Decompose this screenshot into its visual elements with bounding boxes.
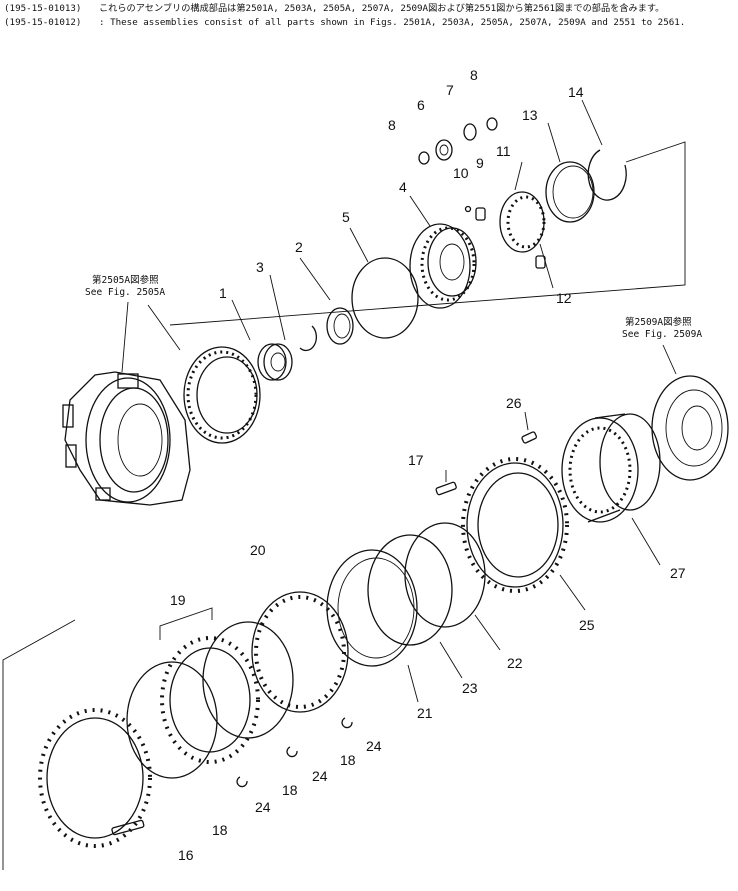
ref-2505a-jp: 第2505A図参照 — [92, 274, 159, 286]
part-code-1: (195-15-01013) — [4, 3, 82, 14]
ref-2509a-en: See Fig. 2509A — [622, 329, 702, 340]
callout-5: 5 — [342, 209, 350, 225]
callout-26: 26 — [506, 395, 522, 411]
part-2-bearing-ring — [326, 307, 354, 345]
callout-14: 14 — [568, 84, 584, 100]
callout-1: 1 — [219, 285, 227, 301]
callout-19: 19 — [170, 592, 186, 608]
header-note: (195-15-01013) これらのアセンブリの構成部品は第2501A, 250… — [4, 2, 734, 30]
callout-24b: 24 — [312, 768, 328, 784]
part-13-ring — [545, 161, 595, 223]
ref-2505a-en: See Fig. 2505A — [85, 287, 165, 298]
parts-19-18-disc-set — [126, 621, 294, 779]
part-17-pin — [435, 481, 457, 496]
part-26-pin — [521, 431, 538, 444]
callout-22: 22 — [507, 655, 523, 671]
callout-21: 21 — [417, 705, 433, 721]
reference-arrows-2505a — [121, 301, 181, 373]
callout-18c: 18 — [340, 752, 356, 768]
part-5-seal-ring — [351, 257, 419, 339]
part-27-hub — [561, 413, 661, 523]
assembly-boundary-line — [169, 141, 686, 326]
callout-24c: 24 — [366, 738, 382, 754]
callout-3: 3 — [256, 259, 264, 275]
callout-17: 17 — [408, 452, 424, 468]
part-16-spring — [111, 819, 145, 836]
ref-2509a-jp: 第2509A図参照 — [625, 316, 692, 328]
callout-18a: 18 — [212, 822, 228, 838]
callout-9: 9 — [476, 155, 484, 171]
callout-4: 4 — [399, 179, 407, 195]
callout-18b: 18 — [282, 782, 298, 798]
callout-20: 20 — [250, 542, 266, 558]
callout-8a: 8 — [388, 117, 396, 133]
callout-12: 12 — [556, 290, 572, 306]
assembly-boundary-line-lower — [2, 619, 76, 870]
callout-2: 2 — [295, 239, 303, 255]
callout-6: 6 — [417, 97, 425, 113]
header-text-jp: これらのアセンブリの構成部品は第2501A, 2503A, 2505A, 250… — [99, 3, 665, 14]
part-23-seal-ring — [367, 534, 453, 646]
header-line-en: (195-15-01012) : These assemblies consist… — [4, 16, 734, 30]
part-14-snap-ring — [587, 149, 627, 201]
header-text-en: : These assemblies consist of all parts … — [99, 17, 686, 28]
part-4-carrier — [409, 223, 477, 309]
callout-16: 16 — [178, 847, 194, 863]
parts-9-10-pins — [464, 205, 486, 221]
callout-11: 11 — [496, 143, 511, 159]
callout-24a: 24 — [255, 799, 271, 815]
reference-disc-2509a — [651, 375, 729, 481]
part-3-bearing — [257, 343, 293, 381]
callout-numbers: 1 2 3 4 5 6 7 8 8 9 10 11 12 13 14 16 17… — [170, 67, 686, 863]
callout-10: 10 — [453, 165, 469, 181]
parts-24-clips — [236, 717, 353, 788]
part-2-snap-ring — [299, 325, 318, 352]
part-code-2: (195-15-01012) — [4, 17, 82, 28]
part-1-ring-gear — [183, 346, 261, 444]
callout-8b: 8 — [470, 67, 478, 83]
part-20-plate — [251, 591, 349, 713]
part-11-sleeve — [499, 191, 546, 253]
part-21-plate — [326, 549, 418, 667]
callout-7: 7 — [446, 82, 454, 98]
callout-13: 13 — [522, 107, 538, 123]
part-25-piston — [461, 457, 569, 593]
header-line-jp: (195-15-01013) これらのアセンブリの構成部品は第2501A, 250… — [4, 2, 734, 16]
callout-23: 23 — [462, 680, 478, 696]
leader-lines — [231, 99, 661, 703]
reference-arrow-2509a — [662, 344, 677, 375]
part-16-disc — [38, 708, 152, 848]
housing — [62, 371, 191, 506]
parts-6-7-8-small-bearings — [418, 117, 498, 165]
callout-25: 25 — [579, 617, 595, 633]
bracket-19 — [159, 607, 213, 640]
callout-27: 27 — [670, 565, 686, 581]
reference-labels: 第2505A図参照 See Fig. 2505A 第2509A図参照 See F… — [85, 274, 702, 340]
